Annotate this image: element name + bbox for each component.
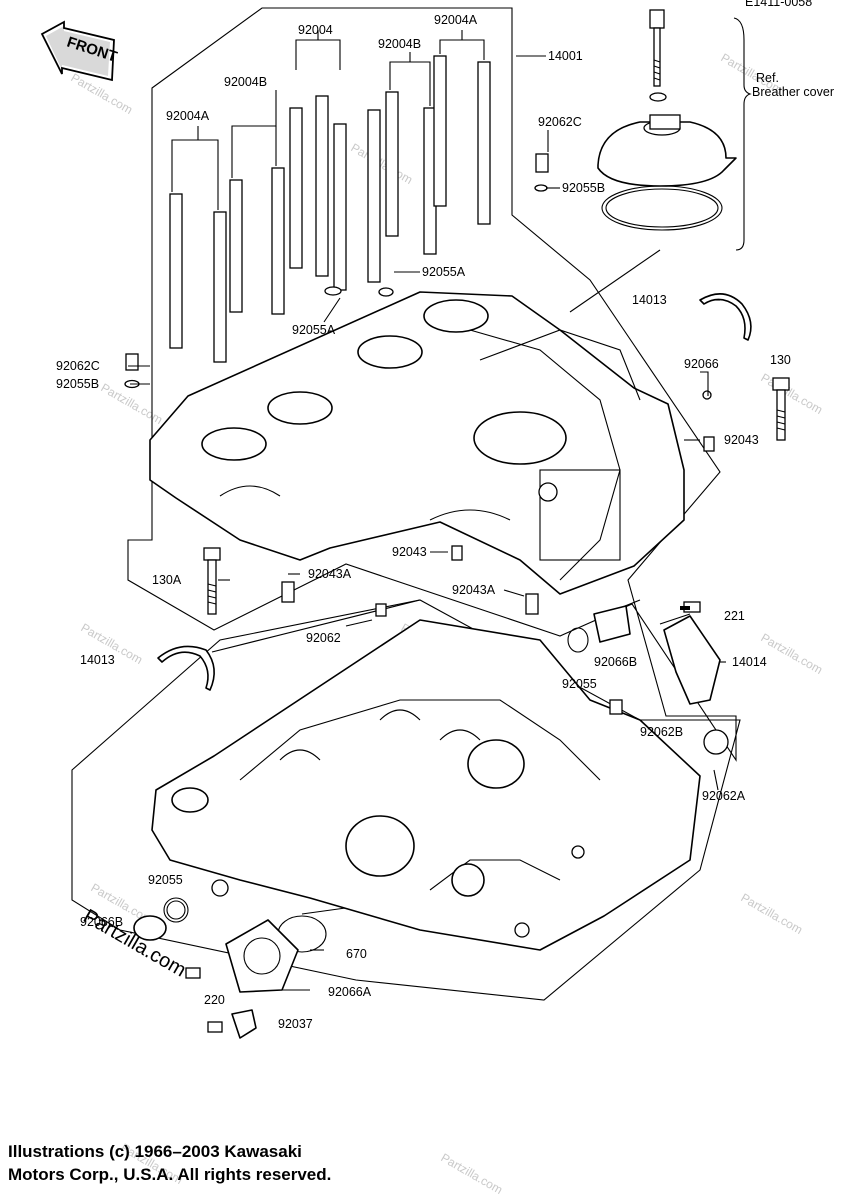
part-label: 220: [204, 993, 225, 1007]
part-label: 92066B: [80, 915, 123, 929]
svg-text:Partzilla.com: Partzilla.com: [759, 370, 825, 416]
part-label: 92037: [278, 1017, 313, 1031]
lower-group-boundary: [71, 599, 741, 1001]
svg-text:Partzilla.com: Partzilla.com: [759, 630, 825, 676]
part-label: 14013: [80, 653, 115, 667]
front-arrow-icon: FRONT: [40, 20, 119, 82]
part-label: 14001: [548, 49, 583, 63]
copyright-notice: Illustrations (c) 1966–2003 Kawasaki Mot…: [8, 1140, 331, 1186]
part-label: 92043A: [308, 567, 352, 581]
part-label: 130A: [152, 573, 182, 587]
lower-crankcase: [151, 619, 701, 951]
part-label: 92055: [562, 677, 597, 691]
svg-text:Partzilla.com: Partzilla.com: [739, 890, 805, 936]
part-labels: 92004 92004A 92004B 14001 92004B 92004A …: [56, 13, 791, 1031]
circlip-14013-icon: [157, 293, 752, 691]
upper-group-boundary: [127, 7, 737, 762]
part-label: 130: [770, 353, 791, 367]
part-label: 92062: [306, 631, 341, 645]
part-label: 92004: [298, 23, 333, 37]
cylinder-studs: [169, 55, 491, 363]
part-label: 92055B: [56, 377, 99, 391]
part-label: 670: [346, 947, 367, 961]
part-label: 92004B: [378, 37, 421, 51]
part-label: 92043: [724, 433, 759, 447]
part-label: 92066B: [594, 655, 637, 669]
part-label: 14014: [732, 655, 767, 669]
bolt-130a-icon: [203, 547, 221, 615]
part-label: 92004B: [224, 75, 267, 89]
dowels-washers: [124, 153, 715, 615]
part-label: 92062A: [702, 789, 746, 803]
breather-cover: [597, 9, 737, 231]
svg-text:Partzilla.com: Partzilla.com: [439, 1150, 505, 1196]
part-label: 221: [724, 609, 745, 623]
part-label: 92004A: [166, 109, 210, 123]
part-label: 92043A: [452, 583, 496, 597]
svg-text:Partzilla.com: Partzilla.com: [349, 140, 415, 186]
copyright-line2: Motors Corp., U.S.A. All rights reserved…: [8, 1165, 332, 1184]
part-label: 92062B: [640, 725, 683, 739]
copyright-line1: Illustrations (c) 1966–2003 Kawasaki: [8, 1142, 302, 1161]
part-label: 92062C: [56, 359, 100, 373]
bolt-130-icon: [772, 377, 790, 441]
part-label: 92066A: [328, 985, 372, 999]
part-label: 92055A: [422, 265, 466, 279]
breather-bracket: [733, 17, 752, 251]
part-label: 92066: [684, 357, 719, 371]
part-label: 92062C: [538, 115, 582, 129]
diagram-code: E1411-0058: [745, 0, 812, 9]
ref-note-line1: Ref.: [756, 71, 779, 85]
ref-note-line2: Breather cover: [752, 85, 834, 99]
upper-crankcase: [149, 291, 685, 595]
part-label: 92043: [392, 545, 427, 559]
part-label: 14013: [632, 293, 667, 307]
part-label: 92055: [148, 873, 183, 887]
part-label: 92055B: [562, 181, 605, 195]
part-label: 92055A: [292, 323, 336, 337]
lower-small-parts: [133, 601, 729, 1039]
part-label: 92004A: [434, 13, 478, 27]
